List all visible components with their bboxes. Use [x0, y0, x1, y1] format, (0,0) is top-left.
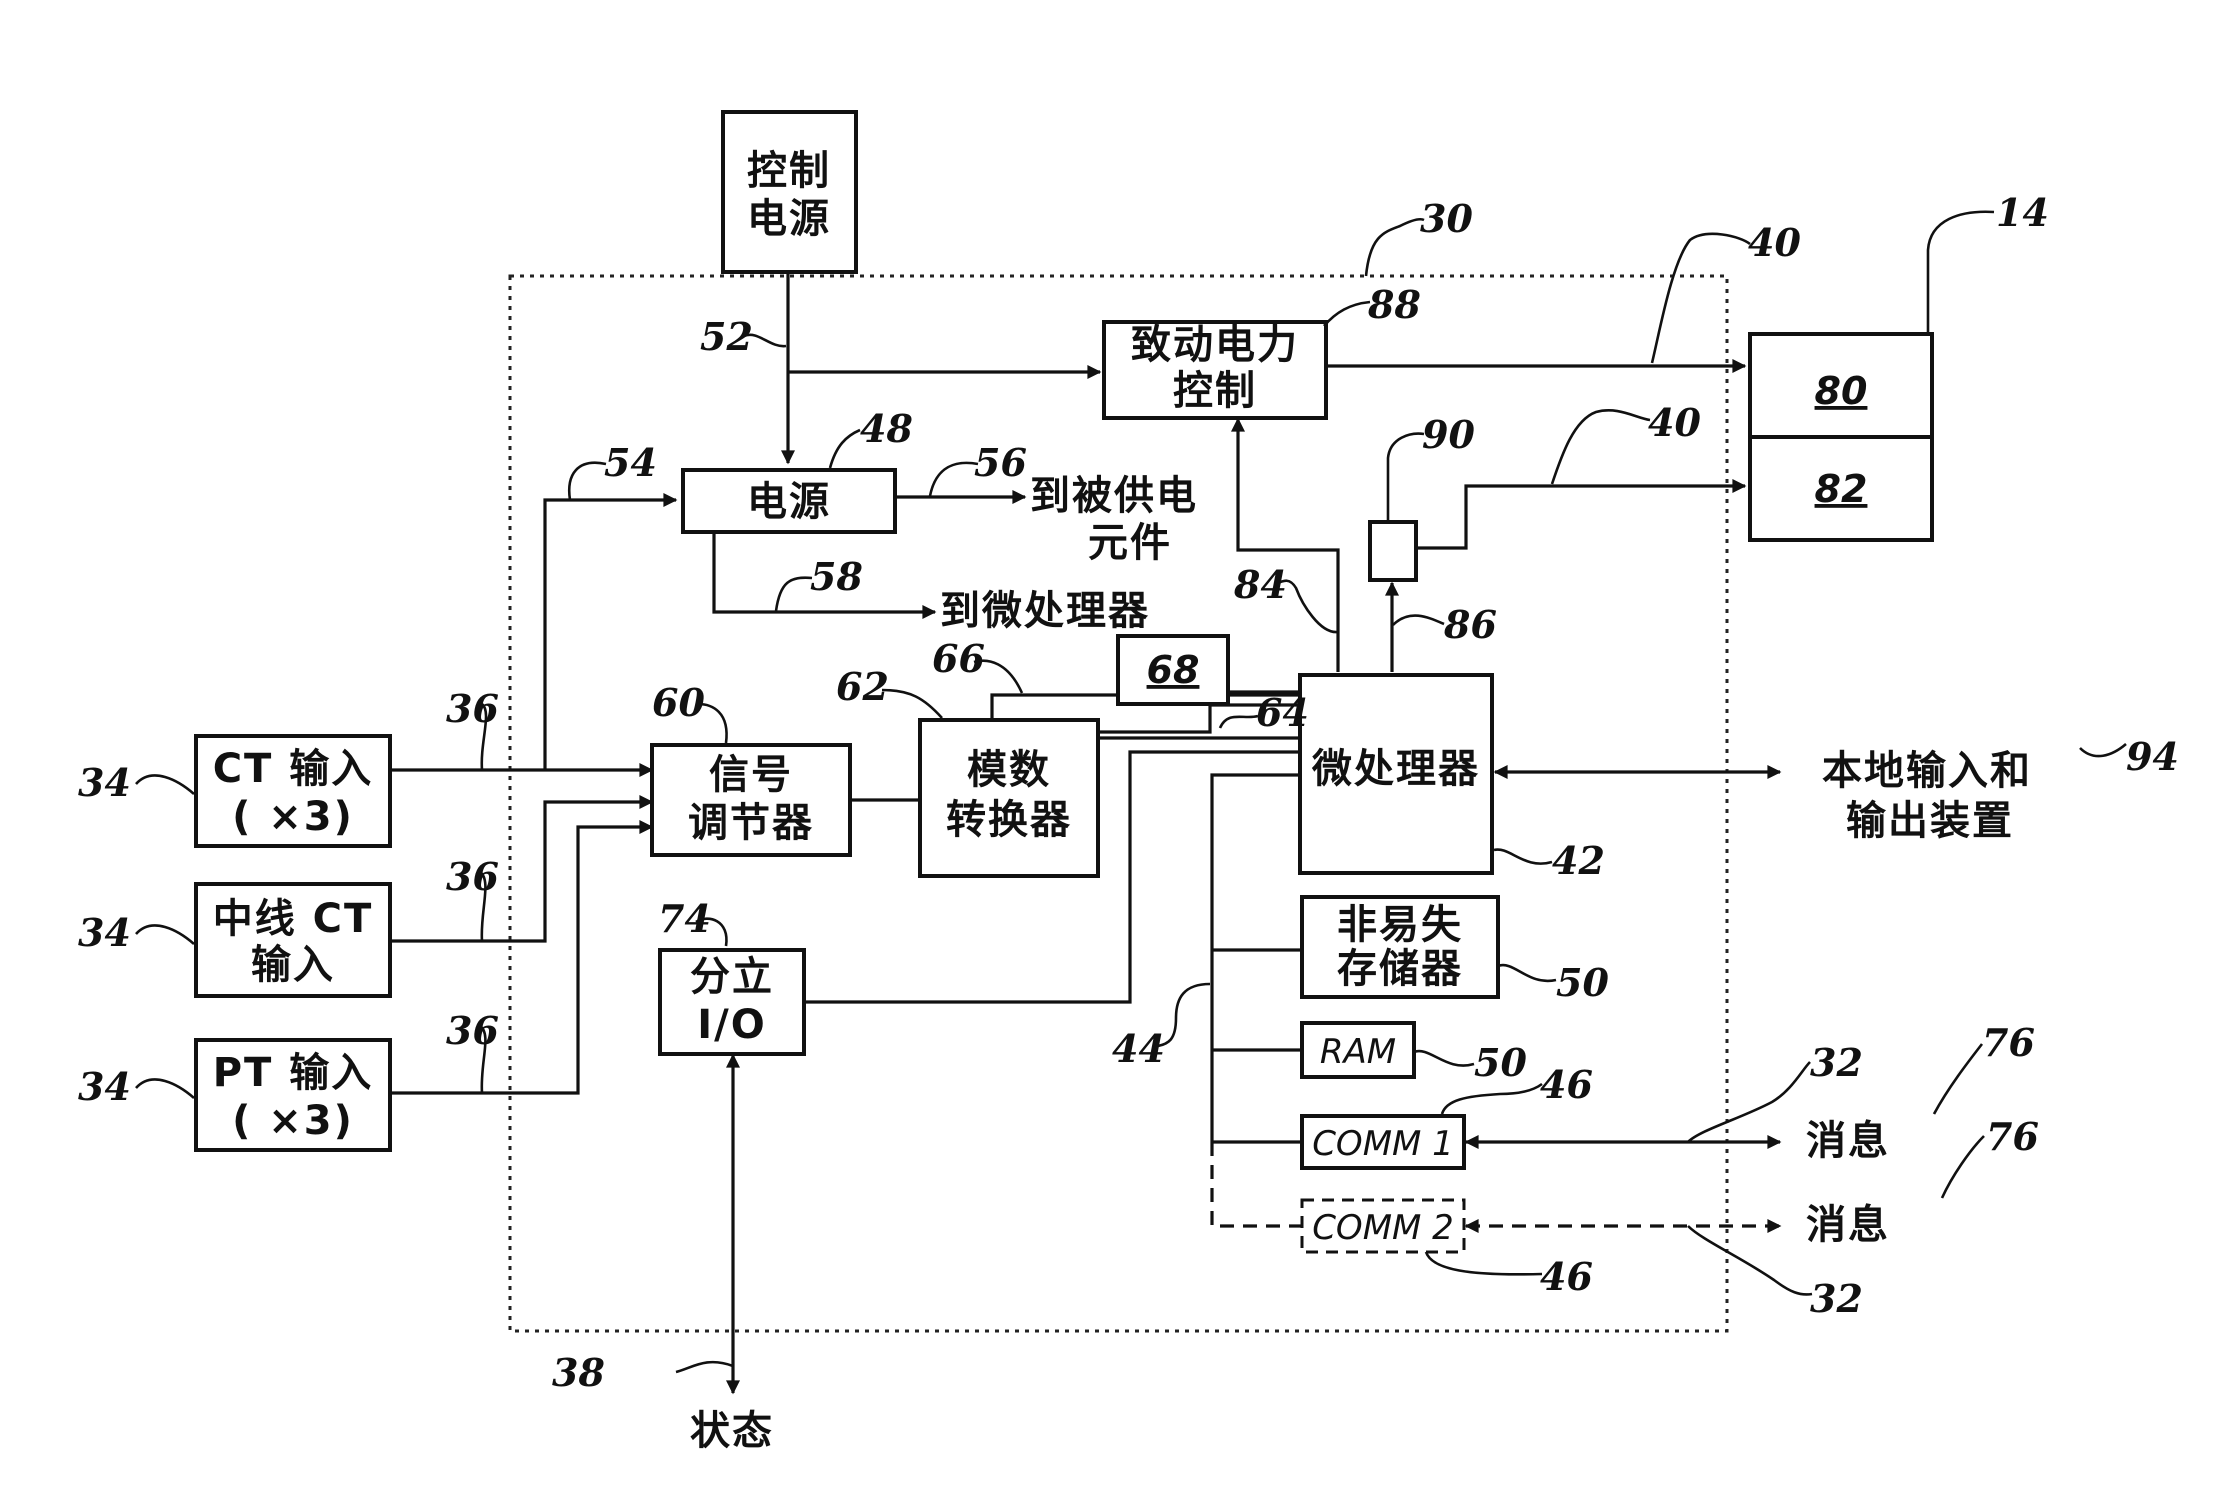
ref-50-b: 50 — [1474, 1040, 1527, 1085]
adc-block: 模数 转换器 — [920, 720, 1098, 876]
ref-84: 84 — [1233, 562, 1287, 607]
ct-input-label-2: ( ×3) — [232, 794, 354, 840]
signal-conditioner-label-2: 调节器 — [688, 800, 814, 846]
control-power-label-1: 控制 — [747, 148, 831, 194]
element-68-block: 68 — [1118, 636, 1228, 704]
ct-input-label-1: CT 输入 — [213, 746, 374, 792]
local-io-text-1: 本地输入和 — [1822, 748, 2032, 794]
nonvolatile-memory-block: 非易失 存储器 — [1302, 897, 1498, 997]
local-io-text-2: 输出装置 — [1846, 798, 2014, 844]
ref-66: 66 — [932, 636, 985, 681]
message-text-1: 消息 — [1806, 1118, 1890, 1164]
ref-58: 58 — [810, 554, 863, 599]
ref-34-a: 34 — [78, 760, 131, 805]
ref-64: 64 — [1256, 690, 1309, 735]
pt-input-label-1: PT 输入 — [213, 1050, 374, 1096]
neutral-ct-label-1: 中线 CT — [213, 896, 374, 942]
status-text: 状态 — [690, 1408, 774, 1454]
ref-52: 52 — [700, 314, 753, 359]
discrete-io-block: 分立 I/O — [660, 950, 804, 1054]
power-supply-block: 电源 — [683, 470, 895, 532]
adc-label-1: 模数 — [967, 747, 1051, 793]
ref-40-top: 40 — [1748, 220, 1801, 265]
circuit-breaker-block: 80 82 — [1750, 334, 1932, 540]
to-powered-elements-text-1: 到被供电 — [1030, 473, 1198, 519]
ref-36-b: 36 — [446, 854, 499, 899]
ref-32-b: 32 — [1810, 1276, 1863, 1321]
pt-input-block: PT 输入 ( ×3) — [196, 1040, 390, 1150]
ref-42: 42 — [1552, 838, 1605, 883]
control-power-label-2: 电源 — [747, 196, 831, 242]
ref-90: 90 — [1422, 412, 1475, 457]
discrete-io-label-2: I/O — [697, 1002, 767, 1048]
ref-76-a: 76 — [1982, 1020, 2035, 1065]
pt-input-label-2: ( ×3) — [232, 1098, 354, 1144]
ref-54: 54 — [604, 440, 657, 485]
ref-56: 56 — [974, 440, 1027, 485]
ref-30: 30 — [1420, 196, 1473, 241]
adc-label-2: 转换器 — [946, 797, 1072, 843]
actuation-control-label-2: 控制 — [1173, 368, 1257, 414]
breaker-part-82: 82 — [1815, 467, 1868, 511]
ref-48: 48 — [860, 406, 913, 451]
ref-74: 74 — [658, 896, 711, 941]
comm2-label: COMM 2 — [1312, 1208, 1454, 1248]
comm1-label: COMM 1 — [1312, 1124, 1454, 1164]
ref-88: 88 — [1367, 282, 1421, 327]
ref-46-a: 46 — [1540, 1062, 1593, 1107]
ref-32-a: 32 — [1810, 1040, 1863, 1085]
to-powered-elements-text-2: 元件 — [1088, 520, 1172, 566]
message-text-2: 消息 — [1806, 1202, 1890, 1248]
ref-34-c: 34 — [78, 1064, 131, 1109]
microprocessor-block: 微处理器 — [1300, 675, 1492, 873]
ref-94: 94 — [2126, 734, 2179, 779]
ref-38: 38 — [552, 1350, 605, 1395]
to-microprocessor-text: 到微处理器 — [940, 588, 1150, 634]
ref-50-a: 50 — [1556, 960, 1609, 1005]
power-supply-label: 电源 — [747, 479, 831, 525]
ref-76-b: 76 — [1986, 1114, 2039, 1159]
comm1-block: COMM 1 — [1302, 1116, 1464, 1168]
nvm-label-2: 存储器 — [1337, 946, 1463, 992]
ref-46-b: 46 — [1540, 1254, 1593, 1299]
ref-14: 14 — [1996, 190, 2049, 235]
element-90-block — [1370, 522, 1416, 580]
discrete-io-label-1: 分立 — [690, 954, 774, 1000]
ref-86: 86 — [1443, 602, 1497, 647]
ref-36-c: 36 — [446, 1008, 499, 1053]
neutral-ct-label-2: 输入 — [251, 942, 335, 988]
actuation-control-label-1: 致动电力 — [1131, 322, 1299, 368]
nvm-label-1: 非易失 — [1337, 902, 1463, 948]
comm2-block: COMM 2 — [1302, 1200, 1464, 1252]
ref-60: 60 — [652, 680, 705, 725]
element-68-label: 68 — [1147, 648, 1200, 692]
ct-input-block: CT 输入 ( ×3) — [196, 736, 390, 846]
control-power-block: 控制 电源 — [723, 112, 856, 272]
microprocessor-label: 微处理器 — [1311, 746, 1480, 792]
ref-34-b: 34 — [78, 910, 131, 955]
signal-conditioner-label-1: 信号 — [709, 752, 793, 798]
ram-block: RAM — [1302, 1023, 1414, 1077]
neutral-ct-input-block: 中线 CT 输入 — [196, 884, 390, 996]
ref-40-bottom: 40 — [1648, 400, 1701, 445]
signal-conditioner-block: 信号 调节器 — [652, 745, 850, 855]
breaker-part-80: 80 — [1815, 369, 1868, 413]
ref-62: 62 — [836, 664, 889, 709]
ref-36-a: 36 — [446, 686, 499, 731]
actuation-power-control-block: 致动电力 控制 — [1104, 322, 1326, 418]
ram-label: RAM — [1320, 1032, 1396, 1072]
ref-44: 44 — [1112, 1026, 1165, 1071]
